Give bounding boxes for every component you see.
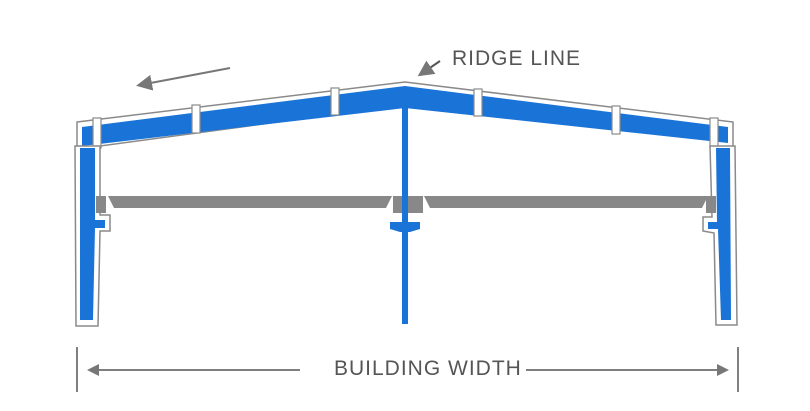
- ridge-line-label: RIDGE LINE: [452, 47, 582, 71]
- center-column: [390, 100, 420, 324]
- splice-plates: [92, 87, 719, 149]
- building-width-dimension: [76, 347, 739, 392]
- slope-arrow: [136, 67, 231, 91]
- right-column: [702, 145, 738, 326]
- left-column: [74, 145, 111, 327]
- crane-beam: [96, 196, 716, 213]
- ridge-arrow: [417, 60, 441, 77]
- building-width-label: BUILDING WIDTH: [330, 357, 526, 381]
